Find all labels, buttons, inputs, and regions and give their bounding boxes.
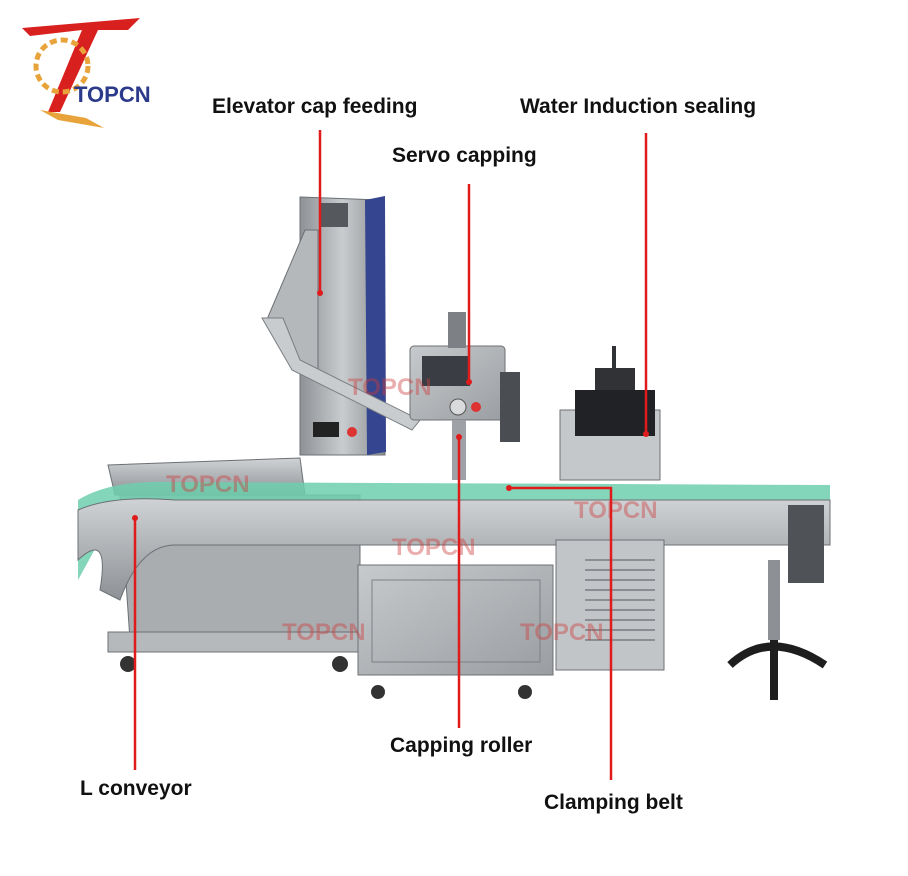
watermark-text: TOPCN <box>282 619 366 646</box>
induction-sealer <box>559 346 661 481</box>
elevator-column <box>267 196 386 456</box>
support-stand <box>727 505 828 700</box>
watermark-text: TOPCN <box>166 471 250 498</box>
center-cabinet <box>357 564 554 699</box>
label-l-conveyor: L conveyor <box>80 777 192 800</box>
label-capping-roller: Capping roller <box>390 734 533 757</box>
label-elevator-cap-feeding: Elevator cap feeding <box>212 95 418 118</box>
l-conveyor <box>77 481 831 601</box>
label-servo-capping: Servo capping <box>392 144 537 167</box>
watermarks: TOPCN TOPCN TOPCN TOPCN TOPCN TOPCN <box>166 374 658 646</box>
leader-line-belt <box>509 486 613 780</box>
leader-dots <box>132 290 649 521</box>
watermark-text: TOPCN <box>392 534 476 561</box>
leader-lines <box>133 130 648 780</box>
label-clamping-belt: Clamping belt <box>544 791 683 814</box>
logo-wordmark: TOPCN <box>74 82 151 107</box>
capping-head <box>409 312 520 480</box>
watermark-text: TOPCN <box>574 497 658 524</box>
label-water-induction-sealing: Water Induction sealing <box>520 95 757 118</box>
watermark-text: TOPCN <box>348 374 432 401</box>
topcn-logo-mark <box>22 18 140 128</box>
watermark-text: TOPCN <box>520 619 604 646</box>
